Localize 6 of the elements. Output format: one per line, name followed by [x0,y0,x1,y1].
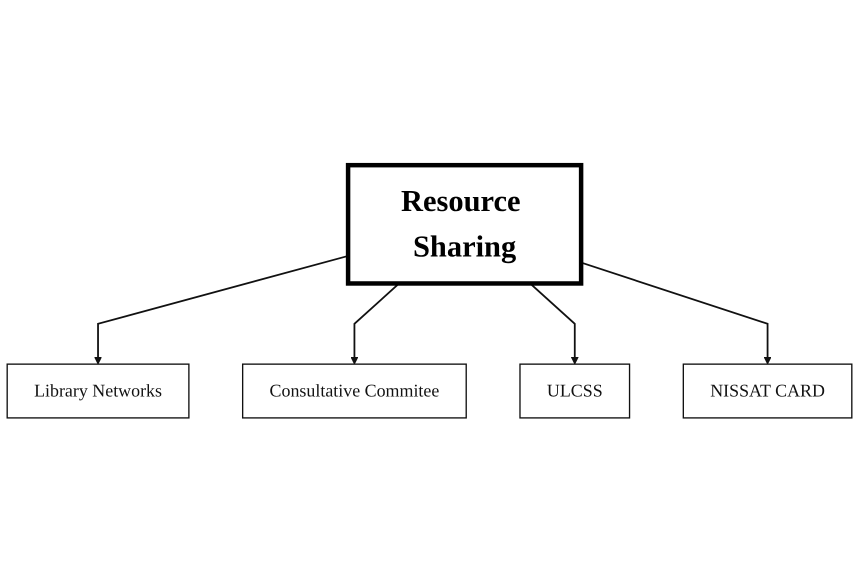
node-box: NISSAT CARD [682,363,852,419]
node-box: Consultative Commitee [242,363,467,419]
arrow [94,255,348,364]
node-box: Resource Sharing [346,162,584,286]
node-box: ULCSS [519,363,630,419]
node-box: Library Networks [6,363,190,419]
